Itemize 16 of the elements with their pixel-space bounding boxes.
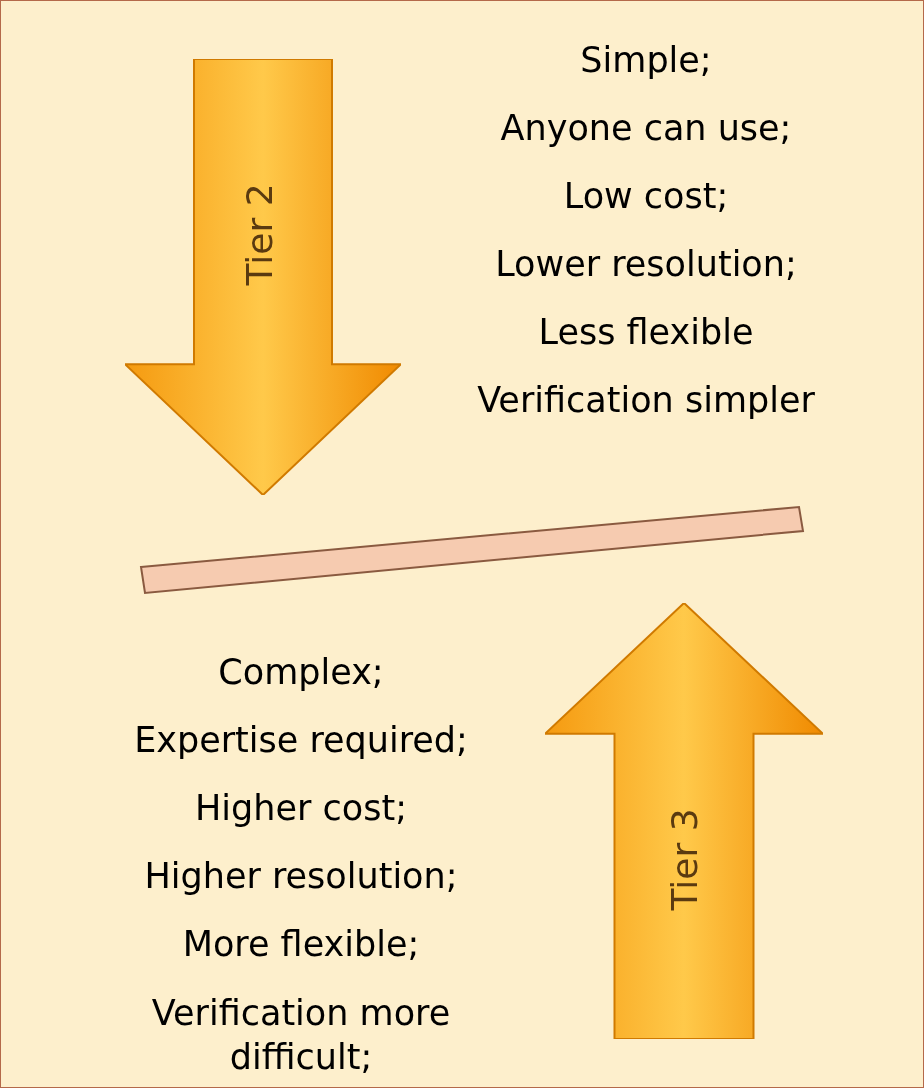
property-text: More flexible; — [182, 923, 420, 965]
arrow-label: Tier 3 — [663, 807, 705, 913]
property-text: Verification more difficult; — [150, 992, 452, 1079]
property-text: Simple; — [580, 39, 712, 81]
property-text: Complex; — [218, 651, 384, 693]
property-text: Less flexible — [538, 311, 754, 353]
block-arrow — [125, 59, 401, 495]
property-text: Higher resolution; — [144, 855, 458, 897]
property-text: Low cost; — [563, 175, 729, 217]
property-text: Higher cost; — [195, 787, 407, 829]
property-text: Lower resolution; — [495, 243, 797, 285]
arrow-label: Tier 2 — [238, 182, 280, 288]
property-text: Verification simpler — [477, 379, 815, 421]
property-text: Anyone can use; — [500, 107, 792, 149]
property-text: Expertise required; — [134, 719, 468, 761]
block-arrow — [545, 603, 823, 1039]
